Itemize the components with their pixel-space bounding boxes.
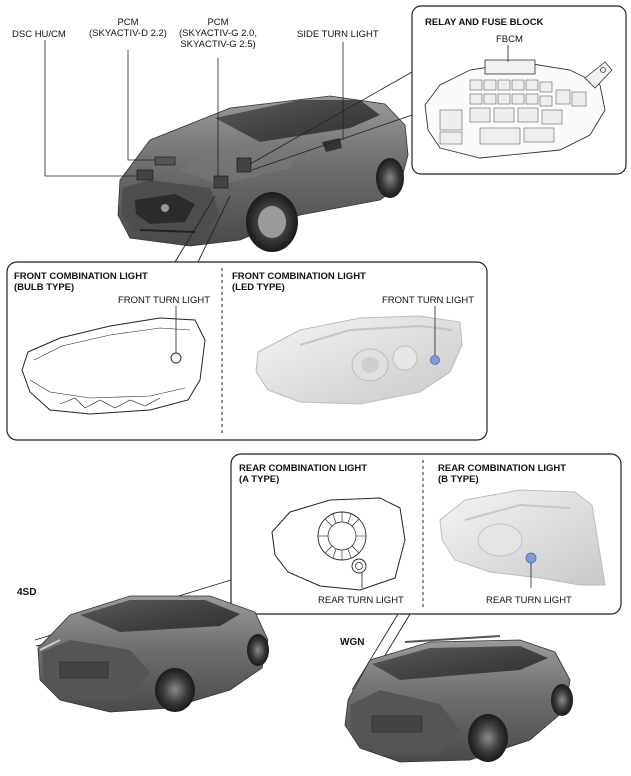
wagon-variant-label: WGN	[340, 637, 365, 648]
rear-lamp-a-illustration	[271, 497, 406, 591]
front-bulb-title: FRONT COMBINATION LIGHT (BULB TYPE)	[14, 271, 148, 293]
front-led-title-line1: FRONT COMBINATION LIGHT	[232, 271, 366, 282]
rear-wagon-illustration	[344, 635, 573, 763]
front-connector-right	[197, 195, 231, 263]
pcm-gasoline-line3: SKYACTIV-G 2.5)	[180, 39, 256, 50]
rear-b-title-line1: REAR COMBINATION LIGHT	[438, 463, 567, 474]
rear-b-turn-light-label: REAR TURN LIGHT	[486, 595, 572, 606]
fbcm-label: FBCM	[496, 34, 523, 45]
pcm-diesel-line1: PCM	[117, 17, 139, 28]
rear-a-turn-light-label: REAR TURN LIGHT	[318, 595, 404, 606]
front-led-title-line2: (LED TYPE)	[232, 282, 285, 293]
front-led-turn-light-label: FRONT TURN LIGHT	[382, 295, 475, 306]
front-bulb-title-line1: FRONT COMBINATION LIGHT	[14, 271, 148, 282]
relay-fuse-block-illustration	[424, 45, 613, 159]
led-headlamp-illustration	[255, 306, 463, 405]
rear-a-title-line1: REAR COMBINATION LIGHT	[239, 463, 368, 474]
pcm-diesel-line2: (SKYACTIV-D 2.2)	[89, 28, 167, 39]
rear-lamp-b-illustration	[439, 489, 606, 588]
front-connector-left	[174, 195, 216, 263]
pcm-gasoline-line1: PCM	[207, 17, 229, 28]
rear-a-title-line2: (A TYPE)	[239, 474, 280, 485]
side-turn-light-label: SIDE TURN LIGHT	[297, 29, 379, 40]
relay-fuse-block-title: RELAY AND FUSE BLOCK	[425, 17, 544, 28]
rear-a-title: REAR COMBINATION LIGHT (A TYPE)	[239, 463, 367, 485]
front-led-title: FRONT COMBINATION LIGHT (LED TYPE)	[232, 271, 366, 293]
front-bulb-turn-light-label: FRONT TURN LIGHT	[118, 295, 211, 306]
pcm-gasoline-line2: (SKYACTIV-G 2.0,	[179, 28, 257, 39]
sedan-variant-label: 4SD	[17, 587, 37, 598]
rear-b-title-line2: (B TYPE)	[438, 474, 479, 485]
wagon-connector-left	[351, 613, 399, 691]
front-sedan-illustration	[117, 95, 409, 252]
top-leader-lines	[44, 40, 413, 177]
pcm-diesel-label: PCM (SKYACTIV-D 2.2)	[88, 17, 168, 39]
pcm-gasoline-label: PCM (SKYACTIV-G 2.0, SKYACTIV-G 2.5)	[170, 17, 266, 50]
dsc-hu-cm-label: DSC HU/CM	[12, 29, 66, 40]
front-bulb-title-line2: (BULB TYPE)	[14, 282, 75, 293]
bulb-headlamp-illustration	[21, 306, 206, 415]
rear-b-title: REAR COMBINATION LIGHT (B TYPE)	[438, 463, 566, 485]
rear-sedan-illustration	[37, 595, 269, 713]
